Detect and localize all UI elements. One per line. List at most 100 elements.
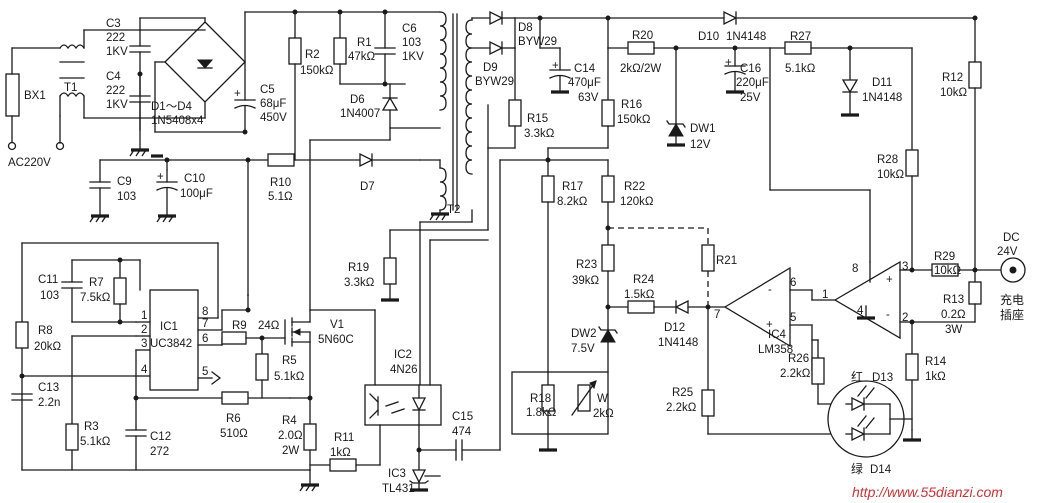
voltage-sense: R17 8.2kΩ R22 120kΩ R21 R23 39kΩ R24 1.5…	[511, 147, 737, 452]
label-r6: R6	[226, 413, 241, 425]
label-led-red: 红	[851, 369, 863, 384]
label-r1: R1	[357, 37, 372, 49]
ic1-pin6: 6	[202, 333, 208, 345]
ic1-pin2: 2	[141, 324, 147, 336]
value-c3: 222	[106, 32, 125, 44]
value-d12: 1N4148	[658, 337, 698, 349]
label-ic3: IC3	[388, 468, 406, 480]
label-c16: C16	[740, 63, 761, 75]
resistor-r26	[811, 357, 825, 385]
value-r17: 8.2kΩ	[557, 196, 588, 208]
value-r20: 2kΩ/2W	[620, 63, 661, 75]
rating-c5: 450V	[260, 112, 287, 124]
ic1-pin5: 5	[202, 366, 208, 378]
value-dc: 24V	[997, 246, 1018, 258]
label-c13: C13	[38, 382, 59, 394]
led-d14-green	[851, 426, 866, 442]
c10-plus: +	[157, 171, 164, 183]
resistor-r10	[267, 153, 295, 167]
label-r20: R20	[632, 30, 653, 42]
rating-r4: 2W	[282, 445, 299, 457]
pot-arrow	[571, 380, 597, 416]
fuse-bx1	[5, 73, 20, 117]
ground-aux-winding	[429, 212, 449, 221]
label-w: W	[597, 393, 608, 405]
label-d6: D6	[350, 94, 365, 106]
diode-d6	[381, 96, 399, 111]
value-r23: 39kΩ	[572, 275, 600, 287]
label-t1: T1	[64, 82, 77, 94]
ground-c3c4	[129, 148, 149, 157]
label-r29: R29	[934, 251, 955, 263]
choke-t1-winding-1	[59, 44, 85, 50]
value-r12: 10kΩ	[940, 87, 968, 99]
value-c5: 68μF	[260, 98, 286, 110]
label-v1: V1	[330, 319, 344, 331]
label-ic1: IC1	[160, 321, 178, 333]
label-d14: D14	[870, 464, 892, 476]
label-r24: R24	[633, 274, 655, 286]
value-r11: 1kΩ	[330, 447, 351, 459]
label-d12: D12	[664, 322, 685, 334]
resistor-r27	[784, 41, 812, 55]
ic4-pin3: 3	[902, 261, 908, 273]
label-d9: D9	[483, 62, 498, 74]
label-r2: R2	[305, 49, 320, 61]
value-r15: 3.3kΩ	[524, 128, 555, 140]
value-c9: 103	[117, 191, 136, 203]
r18-w-frame	[511, 371, 609, 435]
c16-plus: +	[725, 57, 732, 69]
ic1-pin3: 3	[141, 338, 147, 350]
value-ic3: TL431	[382, 483, 415, 495]
label-r5: R5	[282, 355, 297, 367]
label-d7: D7	[360, 181, 375, 193]
ic4-plus-b: +	[766, 319, 773, 331]
label-r18: R18	[530, 393, 551, 405]
label-c10: C10	[184, 173, 205, 185]
value-r3: 5.1kΩ	[80, 436, 111, 448]
label-dc: DC	[1003, 232, 1020, 244]
watermark: http://www.55dianzi.com	[852, 484, 1003, 500]
transformer-t2-aux	[439, 167, 447, 211]
value-r8: 20kΩ	[34, 341, 62, 353]
value-c16: 220μF	[736, 77, 769, 89]
value-bridge: 1N5408x4	[151, 115, 204, 127]
resistor-r12	[968, 61, 982, 89]
value-d8: BYW29	[518, 36, 557, 48]
aux-supply: C9 103 + C10 100μF R10 5.1Ω D7	[89, 13, 460, 296]
label-d8: D8	[518, 22, 533, 34]
resistor-r28	[905, 149, 919, 177]
value-ic4: LM358	[758, 344, 793, 356]
resistor-r2	[288, 37, 302, 65]
value-r7: 7.5kΩ	[80, 292, 111, 304]
label-r8: R8	[38, 325, 53, 337]
resistor-r24	[627, 300, 655, 314]
value-c11: 103	[40, 290, 59, 302]
resistor-r20	[627, 41, 655, 55]
ac-terminal-1	[7, 141, 17, 151]
value-r1: 47kΩ	[348, 51, 376, 63]
ic4-minus-b: -	[768, 284, 772, 296]
label-r26: R26	[788, 353, 809, 365]
resistor-r21	[701, 244, 715, 272]
value-ic2: 4N26	[390, 364, 418, 376]
diode-d8	[489, 10, 504, 26]
value-r19: 3.3kΩ	[344, 277, 375, 289]
value-r22: 120kΩ	[620, 196, 654, 208]
diode-d10	[723, 10, 738, 26]
resistor-r8	[15, 321, 29, 349]
label-r22: R22	[624, 181, 645, 193]
label-d10: D10	[698, 31, 719, 43]
label-dw1: DW1	[690, 123, 716, 135]
label-c9: C9	[117, 176, 132, 188]
ic4-opamp-a	[723, 266, 791, 348]
ground-c9	[89, 214, 109, 223]
diode-d9	[489, 40, 504, 56]
label-r17: R17	[562, 181, 583, 193]
primary-snubber: R2 150kΩ R1 47kΩ C6 103 1KV D6 1N4007	[244, 9, 447, 311]
resistor-r9	[221, 331, 247, 345]
label-c3: C3	[106, 18, 121, 30]
ic4-pin7: 7	[714, 309, 720, 321]
resistor-r7	[113, 277, 127, 305]
